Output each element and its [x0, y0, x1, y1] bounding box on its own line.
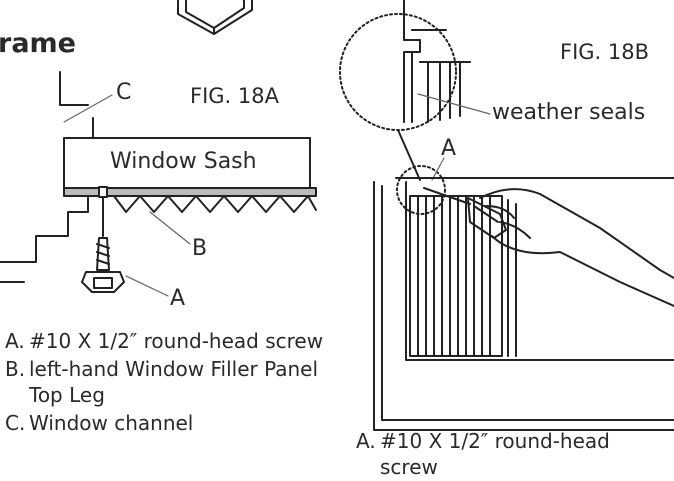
section-heading: rame: [0, 28, 76, 59]
hand-illustration: [479, 188, 674, 307]
fig-18a-drawing: [0, 71, 317, 297]
window-sash-label: Window Sash: [110, 149, 257, 174]
filler-panel-top-leg: [63, 187, 317, 197]
detail-circle-large: [339, 13, 457, 131]
legend-item-b: B.left-hand Window Filler Panel Top Leg: [5, 357, 319, 407]
callout-c: C: [116, 80, 132, 105]
weather-seals-label: weather seals: [492, 100, 646, 125]
bracket-top-illustration: [177, 0, 253, 35]
callout-c-leader: [63, 94, 113, 123]
fig-18b-title: FIG. 18B: [560, 40, 650, 64]
fig-18a-legend: A.#10 X 1/2″ round-head screw B.left-han…: [5, 328, 325, 436]
fig-18a-title: FIG. 18A: [190, 84, 279, 108]
fig-18b-drawing: [339, 0, 674, 431]
detail-circle-small: [396, 165, 446, 215]
screwdriver: [423, 187, 507, 239]
legend-item-a-18b: A.#10 X 1/2″ round-head screw: [356, 429, 610, 479]
screw-18a: [81, 237, 125, 293]
callout-a-18a: A: [170, 286, 186, 311]
filler-teeth: [113, 195, 317, 213]
fig-18b-legend: A.#10 X 1/2″ round-head screw: [356, 428, 646, 480]
legend-item-a: A.#10 X 1/2″ round-head screw: [5, 329, 324, 353]
callout-b: B: [192, 236, 208, 261]
callout-a-18b: A: [441, 136, 457, 161]
legend-item-c: C.Window channel: [5, 411, 194, 435]
window-channel-corner: [59, 71, 89, 106]
